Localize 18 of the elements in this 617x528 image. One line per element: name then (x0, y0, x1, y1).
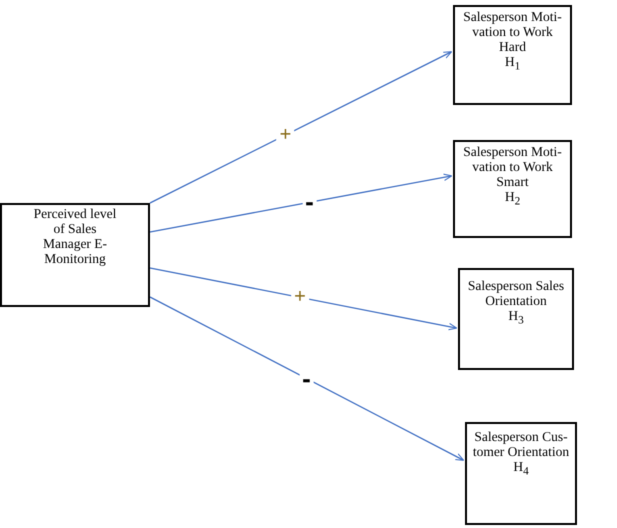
text-box (458, 268, 574, 370)
arrow (150, 51, 452, 204)
hypothesis-label: H$_{3}$ (508, 308, 524, 327)
node-text: Salesperson Sales Orientation (466, 279, 566, 309)
arrow (150, 267, 458, 330)
text-box (453, 140, 572, 238)
hypothesis-label: H$_{1}$ (504, 54, 520, 73)
text-box (465, 422, 577, 525)
node-text: Salesperson Moti- vation to Work Smart (462, 145, 563, 190)
node-text: Perceived level of Sales Manager E-Monitoring (32, 207, 118, 266)
text-box (453, 5, 572, 105)
arrow (150, 296, 464, 461)
node-text: Salesperson Moti- vation to Work Hard (462, 10, 563, 55)
hypothesis-label: H$_{2}$ (504, 190, 520, 208)
arrow (150, 174, 452, 233)
node-text: Salesperson Cus- tomer Orientation (472, 430, 570, 460)
text-box (0, 203, 150, 307)
hypothesis-label: H$_{4}$ (513, 460, 529, 478)
